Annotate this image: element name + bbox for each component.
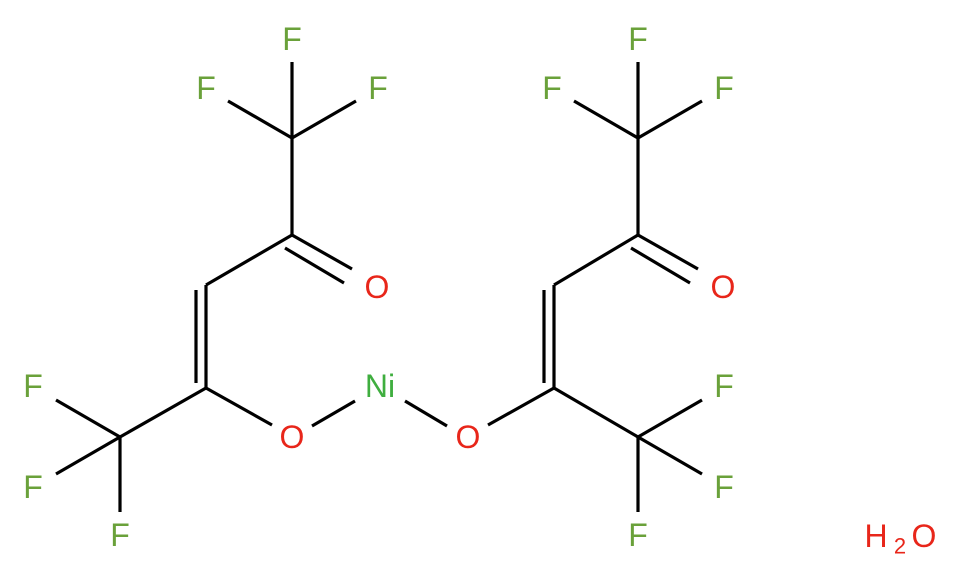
atom-o-left-ether: O xyxy=(280,419,305,455)
atom-f-right-top-1: F xyxy=(628,21,648,57)
bond-left-enol-to-ether-o xyxy=(205,386,273,427)
atom-f-left-bottom-2: F xyxy=(23,469,43,505)
atom-f-left-top-3: F xyxy=(368,70,388,106)
atom-o-right-ether: O xyxy=(456,419,481,455)
bond-left-enol-to-cf3bottom xyxy=(119,386,207,439)
bond-right-cf3bottom-to-f-right xyxy=(637,398,703,439)
bond-left-cf3bottom-to-f-lower xyxy=(55,435,121,476)
bond-left-cf3bottom-to-f-left xyxy=(55,398,121,439)
atom-ni: Ni xyxy=(365,368,395,404)
atom-o-left-keto: O xyxy=(365,269,390,305)
right-ligand-bonds xyxy=(487,62,703,512)
bond-ni-to-right-o xyxy=(404,399,448,428)
bond-right-carbonyl-to-o-a xyxy=(637,233,699,271)
bond-right-carbonyl-to-o-b xyxy=(630,246,691,285)
bond-left-carbonyl-to-o-b xyxy=(284,246,345,285)
bond-right-enol-to-cf3bottom xyxy=(553,386,639,439)
metal-bonds xyxy=(311,399,448,428)
right-ligand-atoms: O O F F F F F F xyxy=(456,21,736,553)
bond-left-cf3top-to-f-right xyxy=(291,99,357,140)
atom-f-left-top-1: F xyxy=(282,21,302,57)
water-subscript: 2 xyxy=(894,534,906,559)
bond-left-carbonyl-to-o-a xyxy=(291,233,353,271)
atom-o-right-keto: O xyxy=(711,269,736,305)
atom-f-right-bottom-3: F xyxy=(628,517,648,553)
atom-f-right-top-3: F xyxy=(714,70,734,106)
water-o: O xyxy=(912,518,937,554)
bond-right-ch-to-carbonyl xyxy=(553,233,639,287)
water-h: H xyxy=(864,518,887,554)
left-ligand-atoms: F F F O O F F F xyxy=(23,21,389,553)
left-ligand-bonds xyxy=(55,62,357,512)
atom-f-left-bottom-1: F xyxy=(23,368,43,404)
bond-right-cf3bottom-to-f-lower xyxy=(637,435,703,476)
bond-left-cf3top-to-f-left xyxy=(227,99,293,140)
bond-right-ether-o-to-enol xyxy=(487,386,555,427)
water-molecule: H 2 O xyxy=(864,518,936,559)
bond-left-o-to-ni xyxy=(311,399,356,428)
atom-f-right-bottom-1: F xyxy=(714,368,734,404)
atom-f-left-top-2: F xyxy=(196,70,216,106)
atom-f-right-bottom-2: F xyxy=(714,469,734,505)
bond-right-cf3top-to-f-right xyxy=(637,99,703,140)
bond-right-cf3top-to-f-left xyxy=(573,99,639,140)
atom-f-left-bottom-3: F xyxy=(110,517,130,553)
atom-f-right-top-2: F xyxy=(542,70,562,106)
bond-left-carbonyl-to-ch xyxy=(205,233,293,287)
